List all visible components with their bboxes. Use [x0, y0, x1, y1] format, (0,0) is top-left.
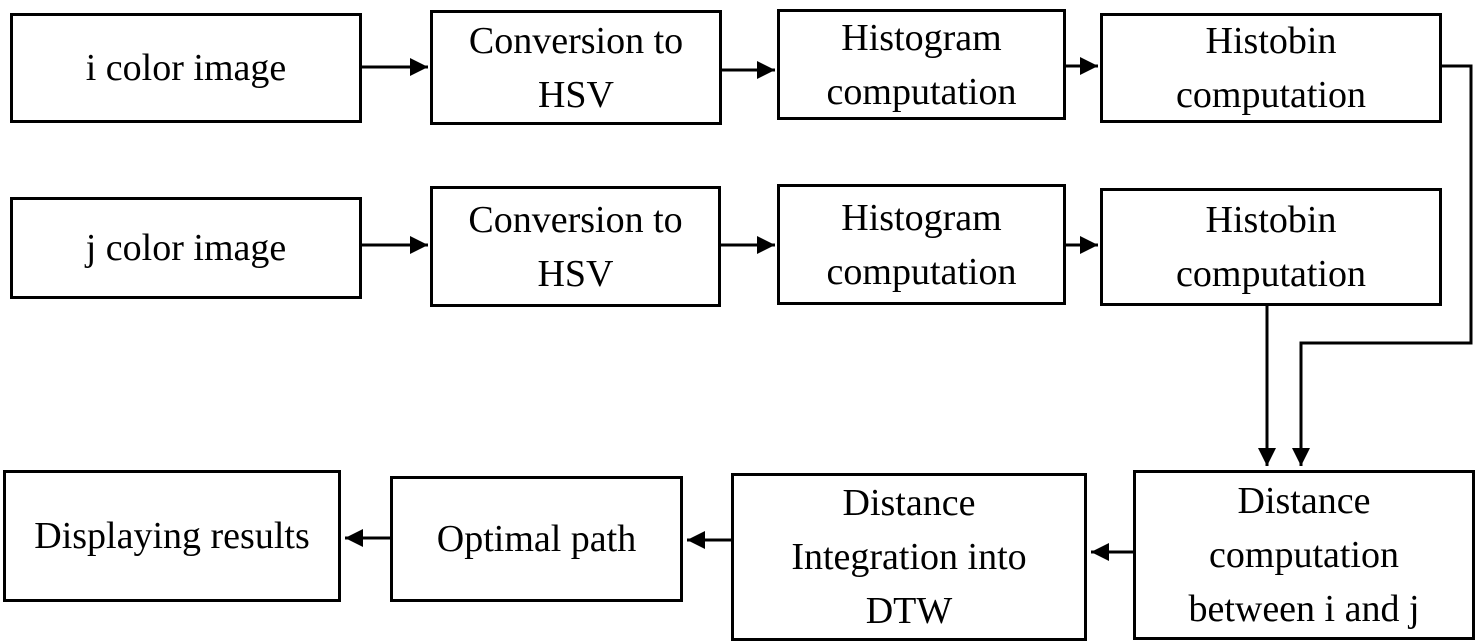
node-i-histobin-computation: Histobin computation [1100, 13, 1442, 123]
node-optimal-path: Optimal path [390, 476, 683, 602]
node-i-conversion-to-hsv: Conversion to HSV [430, 10, 722, 125]
node-label: Histobin computation [1176, 20, 1366, 116]
node-displaying-results: Displaying results [3, 470, 341, 602]
node-label: Histobin computation [1176, 199, 1366, 295]
node-label: Distance computation between i and j [1188, 480, 1420, 630]
node-label: j color image [85, 227, 287, 269]
node-label: Optimal path [436, 518, 637, 560]
node-j-conversion-to-hsv: Conversion to HSV [430, 186, 721, 307]
node-label: Histogram computation [826, 196, 1017, 293]
node-j-histogram-computation: Histogram computation [777, 184, 1066, 305]
node-label: Distance Integration into DTW [791, 482, 1027, 632]
node-label: i color image [85, 47, 287, 89]
node-i-color-image: i color image [10, 13, 362, 123]
node-j-histobin-computation: Histobin computation [1100, 188, 1442, 306]
node-label: Conversion to HSV [468, 19, 684, 116]
node-j-color-image: j color image [10, 197, 362, 299]
node-label: Conversion to HSV [468, 198, 683, 295]
node-label: Histogram computation [826, 16, 1017, 113]
node-distance-computation: Distance computation between i and j [1133, 470, 1475, 640]
node-label: Displaying results [34, 515, 310, 557]
node-distance-integration-dtw: Distance Integration into DTW [731, 473, 1087, 641]
node-i-histogram-computation: Histogram computation [777, 9, 1066, 120]
